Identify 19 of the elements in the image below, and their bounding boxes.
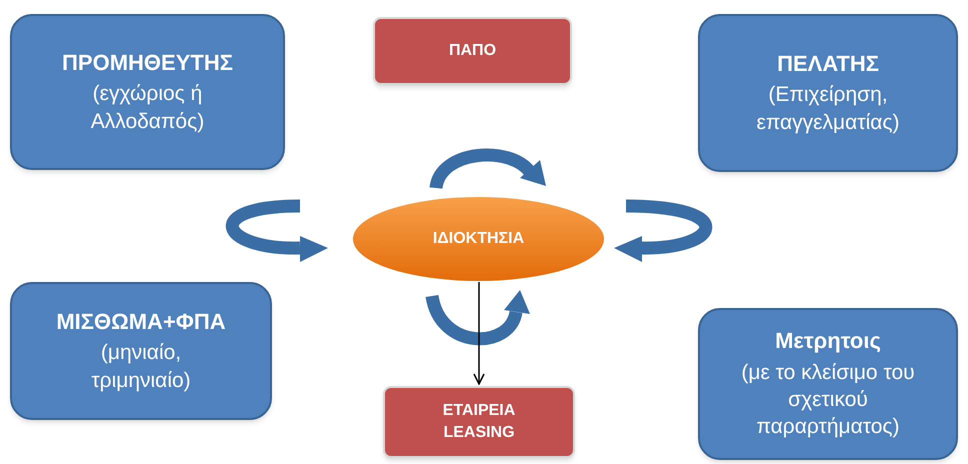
ellipse-node <box>352 196 605 282</box>
node-subtitle: (μηνιαίο, τριμηνιαίο) <box>90 340 192 394</box>
node-title: ΙΔΙΟΚΤΗΣΙΑ <box>432 229 524 249</box>
node-subtitle: (Επιχείρηση, επαγγελματίας) <box>755 82 900 136</box>
node-title: ΠΑΠΟ <box>448 41 496 61</box>
arrow <box>473 282 485 385</box>
node-title: ΜΙΣΘΩΜΑ+ΦΠΑ <box>56 308 226 336</box>
rounded-box <box>383 386 575 458</box>
node-subtitle: (εγχώριος ή Αλλοδαπός) <box>90 81 206 135</box>
rounded-box <box>10 14 285 170</box>
rounded-box <box>698 14 958 172</box>
node-title: ΠΡΟΜΗΘΕΥΤΗΣ <box>62 48 233 76</box>
rounded-box <box>10 282 272 420</box>
node-title: ΠΕΛΑΤΗΣ <box>777 50 879 78</box>
node-subtitle: (με το κλείσιμο του σχετικού παραρτήματος) <box>740 360 916 440</box>
rounded-box <box>373 17 572 85</box>
node-title: Μετρητοις <box>775 327 881 355</box>
rounded-box <box>698 308 958 460</box>
node-title: ΕΤΑΙΡΕΙΑ LEASING <box>442 401 516 443</box>
